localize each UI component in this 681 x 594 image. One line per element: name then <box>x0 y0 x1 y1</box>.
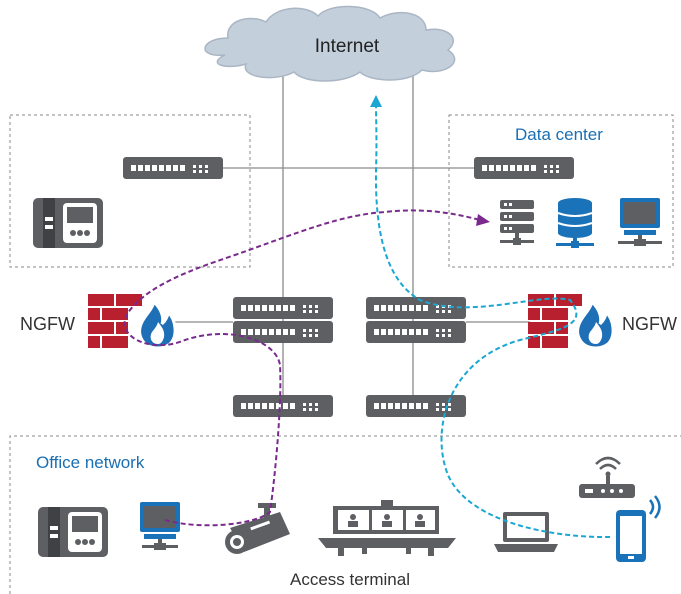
desktop-pc-icon <box>140 502 180 550</box>
smartphone-icon <box>616 495 661 562</box>
core-switch-left <box>123 157 223 179</box>
aggregation-switch-left-2 <box>233 321 333 343</box>
network-links <box>170 70 530 396</box>
aggregation-switch-left-1 <box>233 297 333 319</box>
security-camera-icon <box>225 503 290 554</box>
ngfw-left-label: NGFW <box>20 314 75 334</box>
data-center-label: Data center <box>515 125 603 144</box>
aggregation-switch-right-1 <box>366 297 466 319</box>
office-zone-border <box>9 435 681 594</box>
server-icon <box>500 200 534 245</box>
laptop-icon <box>494 512 558 552</box>
data-center-zone-border <box>448 114 674 268</box>
left-zone-border <box>9 114 251 268</box>
purple-traffic-path <box>123 209 481 527</box>
cyan-traffic-path <box>374 103 611 539</box>
firewall-icon <box>88 294 177 350</box>
purple-arrow-head <box>476 214 490 226</box>
core-switch-right <box>474 157 574 179</box>
wireless-router-icon <box>579 456 635 498</box>
aggregation-switch-right-2 <box>366 321 466 343</box>
office-network-label: Office network <box>36 453 145 472</box>
database-icon <box>555 197 595 249</box>
desktop-pc-icon <box>618 198 662 246</box>
cyan-arrow-head <box>370 95 382 107</box>
cloud-icon <box>204 5 456 82</box>
video-conference-terminal-icon <box>318 500 456 556</box>
ip-phone-icon <box>33 198 103 248</box>
internet-label: Internet <box>315 36 380 57</box>
ip-phone-icon <box>38 507 108 557</box>
access-terminal-label: Access terminal <box>290 570 410 589</box>
ngfw-right-label: NGFW <box>622 314 677 334</box>
access-switch-left <box>233 395 333 417</box>
